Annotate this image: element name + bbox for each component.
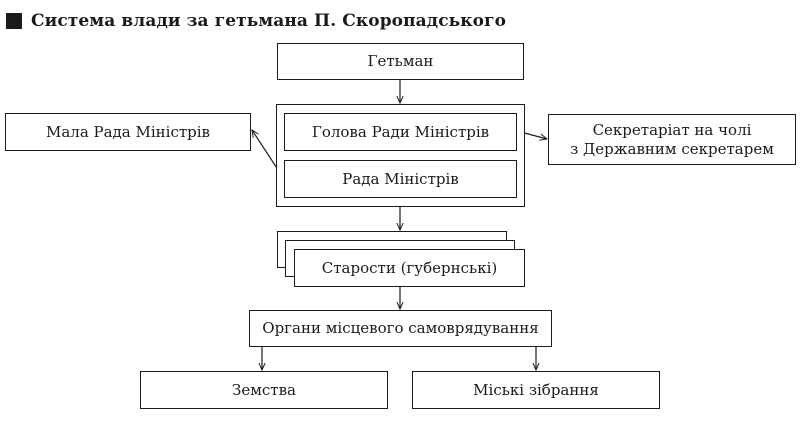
- zemstva-label: Земства: [232, 380, 296, 399]
- secretariat-label-line1: Секретаріат на чолі: [592, 120, 752, 139]
- title-bullet-square: [6, 13, 22, 29]
- city-assemblies-label: Міські зібрання: [473, 380, 599, 399]
- title-text: Система влади за гетьмана П. Скоропадськ…: [31, 11, 507, 31]
- local-gov-box: Органи місцевого самоврядування: [249, 310, 552, 347]
- zemstva-box: Земства: [140, 371, 388, 409]
- secretariat-label-line2: з Державним секретарем: [570, 139, 774, 158]
- starosty-label: Старости (губернські): [321, 258, 498, 277]
- council-head-label: Голова Ради Міністрів: [311, 122, 490, 141]
- diagram-title: Система влади за гетьмана П. Скоропадськ…: [6, 9, 506, 33]
- small-council-label: Мала Рада Міністрів: [45, 122, 211, 141]
- hetman-label: Гетьман: [367, 52, 434, 70]
- secretariat-box: Секретаріат на чолі з Державним секретар…: [548, 114, 796, 165]
- starosty-box: Старости (губернські): [294, 249, 525, 287]
- council-box: Рада Міністрів: [284, 160, 517, 198]
- council-label: Рада Міністрів: [342, 169, 459, 188]
- city-assemblies-box: Міські зібрання: [412, 371, 660, 409]
- council-head-box: Голова Ради Міністрів: [284, 113, 517, 151]
- local-gov-label: Органи місцевого самоврядування: [262, 319, 539, 337]
- small-council-box: Мала Рада Міністрів: [5, 113, 251, 151]
- hetman-box: Гетьман: [277, 43, 524, 80]
